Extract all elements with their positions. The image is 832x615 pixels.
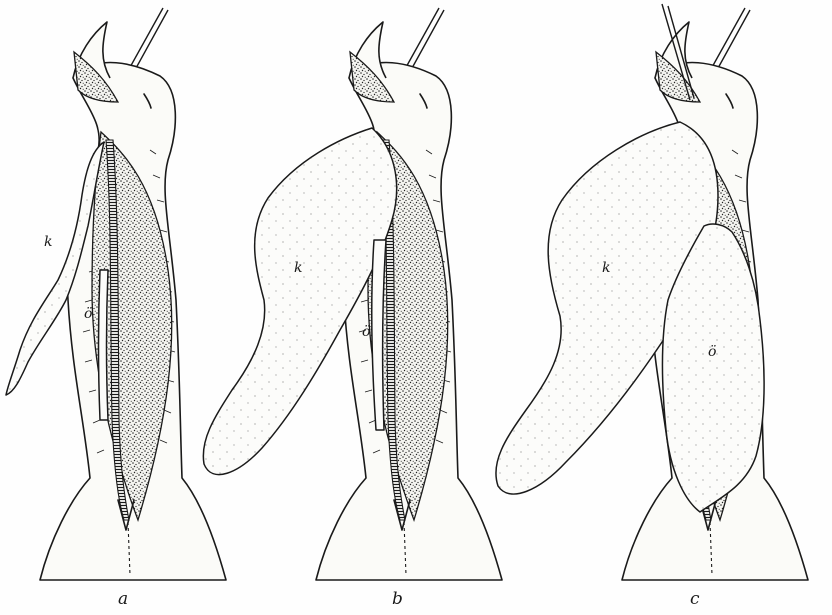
label-o-b: ö — [362, 324, 370, 340]
panel-c: k ö c — [496, 4, 808, 609]
panel-a: k ö a — [6, 8, 226, 609]
label-k-b: k — [294, 260, 302, 276]
panel-b: k ö b — [203, 8, 502, 609]
panel-letter-c: c — [690, 589, 700, 609]
esophagus-a — [99, 270, 109, 420]
label-o-c: ö — [708, 344, 716, 360]
label-o-a: ö — [84, 306, 92, 322]
panel-letter-a: a — [118, 589, 128, 609]
panel-letter-b: b — [392, 589, 403, 609]
label-k-c: k — [602, 260, 610, 276]
label-k-a: k — [44, 234, 52, 250]
